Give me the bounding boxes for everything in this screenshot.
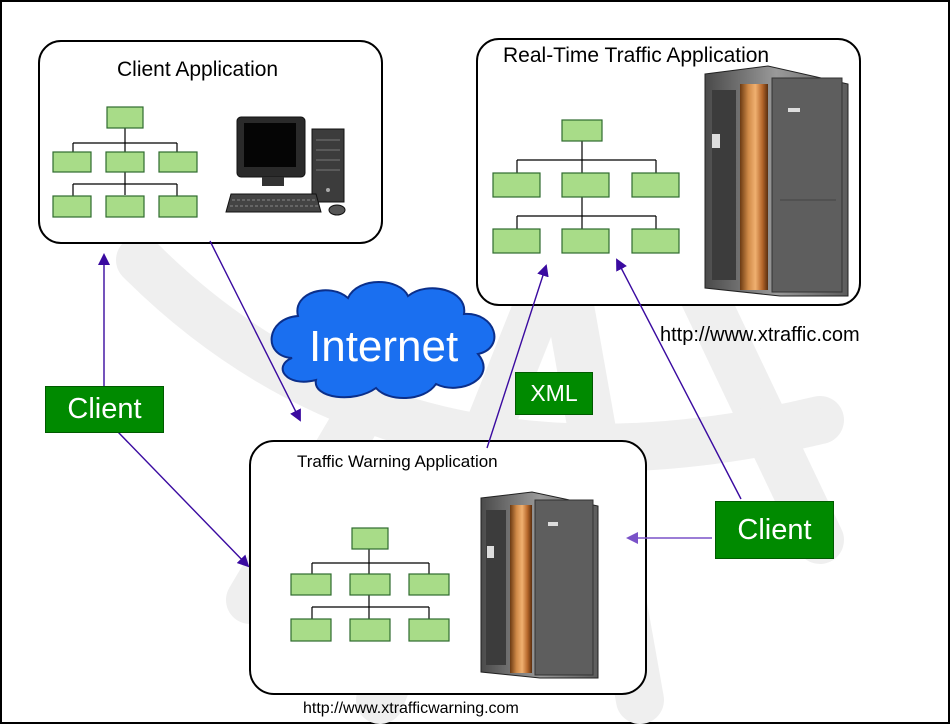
hierarchy-node [492,228,541,254]
warning-app-hierarchy [311,549,430,619]
hierarchy-node [561,172,610,198]
mainframe-server-icon [480,491,599,679]
arrow-client-to-realtime-app [616,258,742,500]
realtime-app-nodes [492,119,680,254]
hierarchy-node [351,527,389,550]
client-application-title: Client Application [117,58,279,81]
arrow-client-to-warning-app [117,431,250,568]
internet-cloud-icon [270,281,496,400]
hierarchy-node [105,195,145,218]
client-tag-left: Client [45,386,164,433]
hierarchy-node [52,151,92,173]
hierarchy-node [349,618,391,642]
hierarchy-node [290,618,332,642]
client-app-nodes [52,106,198,218]
hierarchy-node [105,151,145,173]
client-tag-right: Client [715,501,834,559]
hierarchy-node [492,172,541,198]
connection-arrows [98,240,742,568]
hierarchy-node [408,573,450,596]
traffic-warning-application-title: Traffic Warning Application [297,452,498,471]
hierarchy-node [408,618,450,642]
xtraffic-url: http://www.xtraffic.com [660,324,860,346]
xml-tag: XML [515,372,593,415]
arrow-client-app-to-warning-app [209,240,301,422]
hierarchy-node [158,195,198,218]
hierarchy-node [561,228,610,254]
hierarchy-node [52,195,92,218]
internet-label: Internet [309,322,459,371]
hierarchy-node [158,151,198,173]
xtrafficwarning-url: http://www.xtrafficwarning.com [303,700,519,717]
hierarchy-node [631,172,680,198]
arrow-warning-to-realtime-xml [486,264,549,449]
warning-app-nodes [290,527,450,642]
hierarchy-node [349,573,391,596]
realtime-traffic-application-title: Real-Time Traffic Application [503,44,770,67]
hierarchy-node [290,573,332,596]
mainframe-server-icon [704,65,849,297]
desktop-computer-icon [225,116,346,216]
hierarchy-node [631,228,680,254]
hierarchy-node [106,106,144,129]
hierarchy-node [561,119,603,142]
